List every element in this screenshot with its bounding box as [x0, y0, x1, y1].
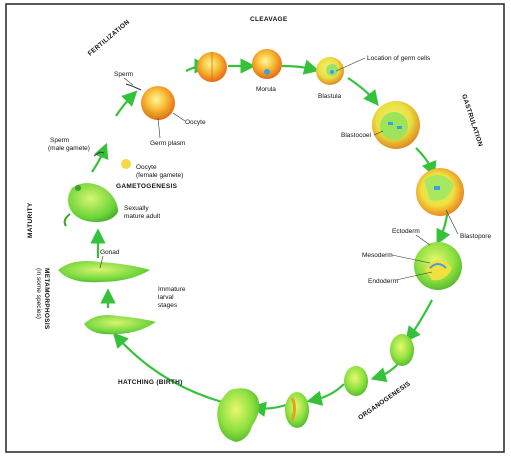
label-sperm-male-2: (male gamete) [48, 145, 90, 152]
morula-cell [252, 49, 282, 79]
label-immature-1: Immature [158, 286, 186, 293]
label-location-germ-cells: Location of germ cells [367, 55, 431, 62]
stage-cleavage: CLEAVAGE [250, 16, 288, 23]
blastula-cell [316, 57, 344, 85]
label-blastocoel: Blastocoel [341, 132, 372, 139]
gastrula-late [414, 242, 462, 290]
tadpole-early [84, 315, 156, 335]
cleavage-two-cell [197, 52, 227, 82]
label-oocyte: Oocyte [185, 119, 206, 126]
adult-frog [63, 183, 118, 227]
tadpole-late [58, 261, 150, 283]
sperm-icon [125, 83, 142, 91]
label-germ-plasm: Germ plasm [150, 140, 185, 147]
stage-fertilization: FERTILIZATION [87, 19, 131, 58]
oocyte-gamete [121, 159, 131, 169]
blastocoel-embryo [372, 101, 420, 149]
cycle-arrows [90, 58, 451, 417]
label-immature-2: larval [158, 294, 174, 301]
label-sexually-1: Sexually [124, 205, 149, 212]
label-morula: Morula [256, 86, 276, 93]
label-oocyte-female-2: (female gamete) [136, 172, 183, 179]
label-immature-3: stages [158, 302, 178, 309]
label-sexually-2: mature adult [124, 213, 160, 220]
label-sperm: Sperm [114, 71, 133, 78]
label-blastula: Blastula [318, 93, 342, 100]
stage-metamorphosis: METAMORPHOSIS [43, 268, 50, 330]
gastrula-early [416, 168, 464, 216]
stage-gametogenesis: GAMETOGENESIS [116, 183, 178, 190]
label-mesoderm: Mesoderm [362, 252, 393, 259]
tailbud-embryo [217, 388, 260, 442]
sperm-gamete-icon [93, 151, 105, 157]
neurula-embryo [390, 334, 414, 366]
label-ectoderm: Ectoderm [392, 228, 420, 235]
stage-gastrulation: GASTRULATION [460, 93, 484, 147]
label-oocyte-female-1: Oocyte [136, 164, 157, 171]
stage-metamorphosis-note: (in some species) [35, 268, 42, 319]
oocyte-cell [141, 86, 175, 120]
stage-maturity: MATURITY [27, 202, 34, 238]
organogenesis-embryo-2 [285, 392, 309, 428]
stage-hatching: HATCHING (BIRTH) [118, 379, 183, 386]
organogenesis-embryo-1 [344, 366, 368, 396]
label-sperm-male-1: Sperm [50, 137, 69, 144]
label-blastopore: Blastopore [460, 233, 491, 240]
label-endoderm: Endoderm [368, 278, 398, 285]
label-gonad: Gonad [100, 249, 120, 256]
diagram-border [5, 3, 505, 453]
